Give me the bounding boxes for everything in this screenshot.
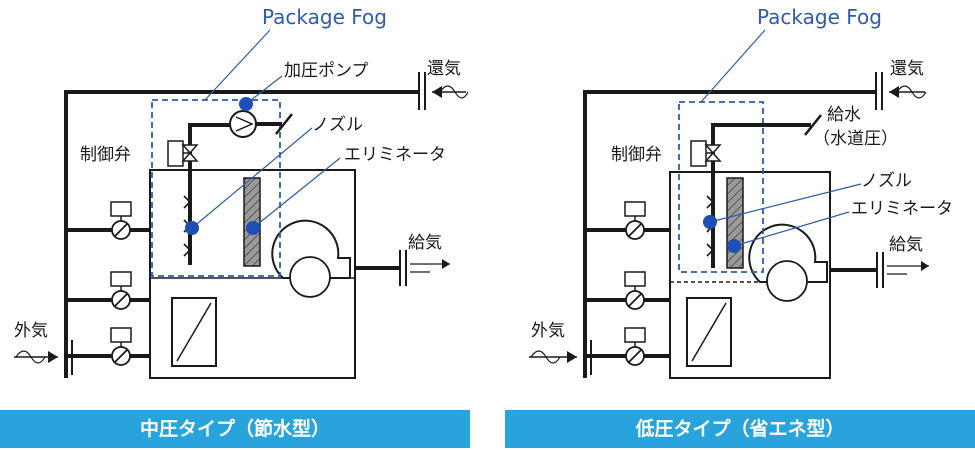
control-valve bbox=[690, 140, 722, 167]
damper-3 bbox=[624, 327, 646, 366]
water-inlet-end bbox=[275, 113, 293, 135]
return-air-arrow bbox=[432, 85, 469, 99]
outside-air-label: 外気 bbox=[531, 321, 565, 341]
medium-pressure-diagram: 還気 bbox=[14, 5, 469, 379]
return-air-duct bbox=[64, 90, 420, 378]
control-valve-label: 制御弁 bbox=[80, 145, 131, 165]
outside-air-label: 外気 bbox=[14, 321, 48, 341]
package-fog-label: Package Fog bbox=[262, 5, 387, 29]
pump-label: 加圧ポンプ bbox=[284, 61, 369, 81]
supply-fan bbox=[748, 223, 828, 302]
type-banner: 低圧タイプ（省エネ型） bbox=[505, 410, 975, 448]
nozzle-label: ノズル bbox=[861, 171, 912, 191]
return-air-label: 還気 bbox=[427, 59, 461, 79]
pressurizing-pump bbox=[229, 110, 257, 138]
eliminator bbox=[726, 177, 744, 269]
supply-air-arrow bbox=[410, 259, 450, 273]
water-pipe bbox=[188, 123, 230, 265]
nozzle-marker bbox=[185, 221, 199, 235]
type-banner: 中圧タイプ（節水型） bbox=[0, 410, 470, 448]
package-fog-boundary bbox=[151, 99, 281, 277]
water-inlet-end bbox=[804, 114, 822, 136]
water-supply-label: 給水 bbox=[827, 105, 861, 125]
control-valve-label: 制御弁 bbox=[611, 145, 662, 165]
supply-air-arrow bbox=[887, 261, 929, 275]
nozzle-marker bbox=[703, 215, 717, 229]
eliminator-marker bbox=[727, 239, 741, 253]
damper-3 bbox=[110, 327, 132, 366]
damper-2 bbox=[624, 271, 646, 310]
nozzle-label: ノズル bbox=[312, 115, 363, 135]
pump-marker bbox=[239, 97, 253, 111]
control-valve bbox=[167, 140, 199, 167]
outside-air-arrow bbox=[529, 350, 577, 364]
return-air-arrow bbox=[889, 85, 927, 99]
damper-1 bbox=[624, 201, 646, 240]
package-fog-leader bbox=[204, 29, 271, 101]
eliminator-label: エリミネータ bbox=[344, 145, 446, 165]
low-pressure-diagram: 還気 外気 bbox=[529, 5, 953, 379]
water-pressure-label: （水道圧） bbox=[813, 129, 898, 149]
eliminator-label: エリミネータ bbox=[851, 199, 953, 219]
air-handling-unit bbox=[149, 169, 356, 379]
eliminator-marker bbox=[246, 221, 260, 235]
package-fog-label: Package Fog bbox=[757, 5, 882, 29]
package-fog-boundary bbox=[678, 101, 764, 273]
low-pressure-panel: 還気 外気 bbox=[505, 0, 975, 450]
supply-air-label: 給気 bbox=[408, 233, 442, 253]
supply-fan bbox=[271, 219, 351, 298]
outside-air-arrow bbox=[14, 350, 58, 364]
air-handling-unit bbox=[669, 171, 831, 379]
damper-1 bbox=[110, 201, 132, 240]
damper-2 bbox=[110, 271, 132, 310]
medium-pressure-panel: 還気 bbox=[0, 0, 470, 450]
return-air-duct bbox=[583, 90, 877, 378]
supply-air-label: 給気 bbox=[889, 235, 923, 255]
return-air-label: 還気 bbox=[890, 59, 924, 79]
